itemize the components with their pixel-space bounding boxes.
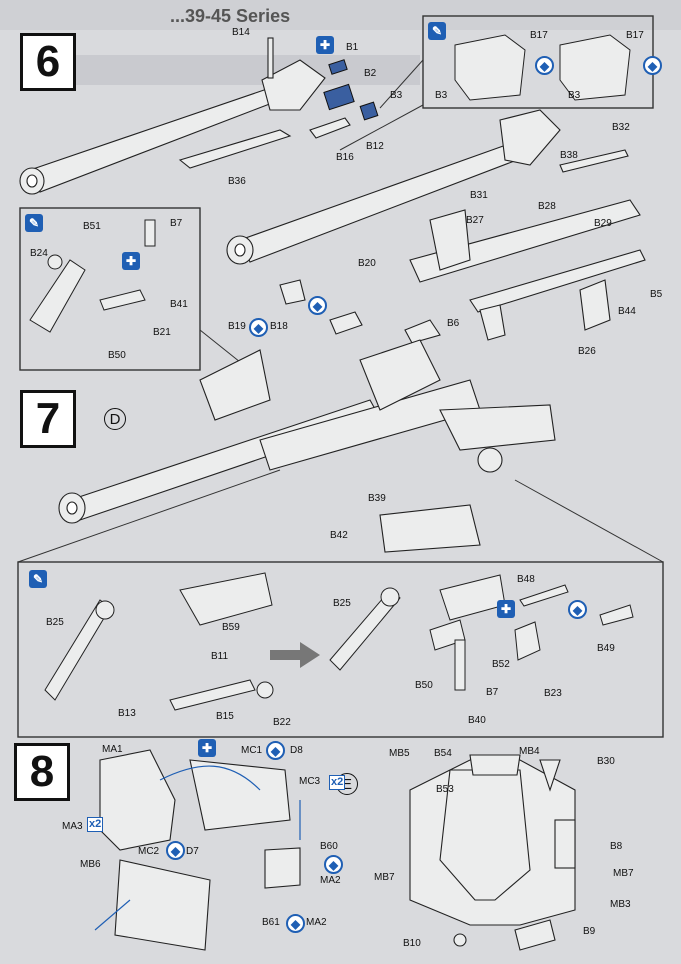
part-label: MB6 bbox=[80, 859, 101, 870]
part-label: B12 bbox=[366, 141, 384, 152]
part-label: B25 bbox=[333, 598, 351, 609]
part-label: MB3 bbox=[610, 899, 631, 910]
part-label: B23 bbox=[544, 688, 562, 699]
flip-icon: ◆ bbox=[643, 56, 662, 75]
paint-brush-icon: ✎ bbox=[428, 22, 446, 40]
part-label: MA2 bbox=[320, 875, 341, 886]
part-label: B44 bbox=[618, 306, 636, 317]
part-label: B49 bbox=[597, 643, 615, 654]
part-label: B6 bbox=[447, 318, 460, 329]
part-label: B50 bbox=[415, 680, 433, 691]
part-label: B9 bbox=[583, 926, 596, 937]
part-label: B28 bbox=[538, 201, 556, 212]
part-label: B2 bbox=[364, 68, 377, 79]
flip-icon: ◆ bbox=[324, 855, 343, 874]
part-label: MB4 bbox=[519, 746, 540, 757]
part-label: B7 bbox=[170, 218, 183, 229]
part-label: MC1 bbox=[241, 745, 263, 756]
part-label: B5 bbox=[650, 289, 663, 300]
part-label: MC2 bbox=[138, 846, 160, 857]
flip-icon: ◆ bbox=[286, 914, 305, 933]
part-label: B31 bbox=[470, 190, 488, 201]
part-label: B8 bbox=[610, 841, 623, 852]
part-label: B3 bbox=[435, 90, 448, 101]
part-label: MA1 bbox=[102, 744, 123, 755]
part-label: B22 bbox=[273, 717, 291, 728]
part-label: B3 bbox=[568, 90, 581, 101]
flip-icon: ◆ bbox=[166, 841, 185, 860]
part-label: B26 bbox=[578, 346, 596, 357]
part-label: B14 bbox=[232, 27, 250, 38]
part-label: B18 bbox=[270, 321, 288, 332]
part-label: B61 bbox=[262, 917, 280, 928]
glue-icon: ✚ bbox=[497, 600, 515, 618]
part-label: MC3 bbox=[299, 776, 321, 787]
part-label: B32 bbox=[612, 122, 630, 133]
part-label: B39 bbox=[368, 493, 386, 504]
part-label: MA2 bbox=[306, 917, 327, 928]
glue-icon: ✚ bbox=[122, 252, 140, 270]
glue-icon: ✚ bbox=[316, 36, 334, 54]
part-label: B17 bbox=[530, 30, 548, 41]
part-label: B3 bbox=[390, 90, 403, 101]
flip-icon: ◆ bbox=[308, 296, 327, 315]
part-label: MA3 bbox=[62, 821, 83, 832]
part-label: B52 bbox=[492, 659, 510, 670]
part-label: B30 bbox=[597, 756, 615, 767]
part-label: B53 bbox=[436, 784, 454, 795]
part-label: B59 bbox=[222, 622, 240, 633]
part-label: B7 bbox=[486, 687, 499, 698]
part-label: B21 bbox=[153, 327, 171, 338]
part-label: B36 bbox=[228, 176, 246, 187]
mc3-count: x2 bbox=[329, 775, 346, 790]
part-label: B25 bbox=[46, 617, 64, 628]
part-label: B54 bbox=[434, 748, 452, 759]
step-8-number: 8 bbox=[14, 743, 70, 801]
part-label: B24 bbox=[30, 248, 48, 259]
paint-brush-icon: ✎ bbox=[25, 214, 43, 232]
part-label: B19 bbox=[228, 321, 246, 332]
part-label: B11 bbox=[211, 651, 229, 662]
part-label: B40 bbox=[468, 715, 486, 726]
part-label: D8 bbox=[290, 745, 303, 756]
header-text: ...39-45 Series bbox=[170, 6, 291, 26]
glue-icon: ✚ bbox=[198, 739, 216, 757]
part-label: B60 bbox=[320, 841, 338, 852]
flip-icon: ◆ bbox=[249, 318, 268, 337]
part-label: B10 bbox=[403, 938, 421, 949]
part-label: B17 bbox=[626, 30, 644, 41]
subview-d-label: D bbox=[104, 408, 126, 430]
flip-icon: ◆ bbox=[535, 56, 554, 75]
part-label: B51 bbox=[83, 221, 101, 232]
part-label: B38 bbox=[560, 150, 578, 161]
ma3-count: x2 bbox=[87, 817, 104, 832]
part-label: B29 bbox=[594, 218, 612, 229]
part-label: B41 bbox=[170, 299, 188, 310]
part-label: B1 bbox=[346, 42, 359, 53]
part-label: MB7 bbox=[613, 868, 634, 879]
part-label: B42 bbox=[330, 530, 348, 541]
step-7-number: 7 bbox=[20, 390, 76, 448]
flip-icon: ◆ bbox=[568, 600, 587, 619]
paint-brush-icon: ✎ bbox=[29, 570, 47, 588]
part-label: B15 bbox=[216, 711, 234, 722]
part-label: B27 bbox=[466, 215, 484, 226]
part-label: D7 bbox=[186, 846, 199, 857]
part-label: B20 bbox=[358, 258, 376, 269]
part-label: B13 bbox=[118, 708, 136, 719]
part-label: MB5 bbox=[389, 748, 410, 759]
part-label: B50 bbox=[108, 350, 126, 361]
flip-icon: ◆ bbox=[266, 741, 285, 760]
step-6-number: 6 bbox=[20, 33, 76, 91]
part-label: B16 bbox=[336, 152, 354, 163]
part-label: MB7 bbox=[374, 872, 395, 883]
part-label: B48 bbox=[517, 574, 535, 585]
